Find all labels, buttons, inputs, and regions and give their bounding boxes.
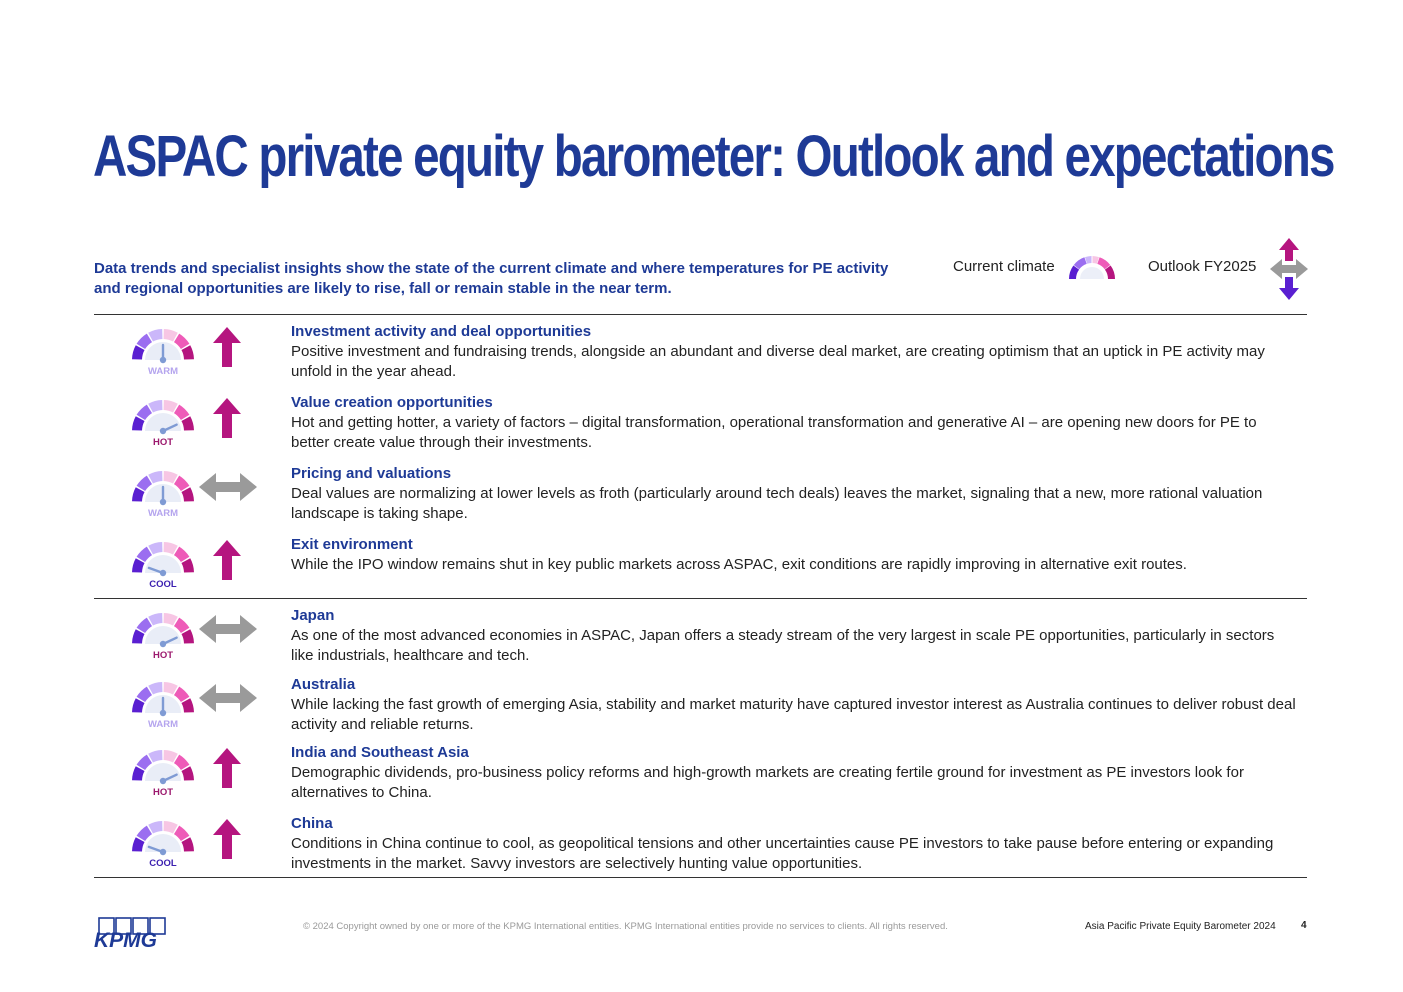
row-body: While the IPO window remains shut in key… bbox=[291, 556, 1187, 573]
intro-text: Data trends and specialist insights show… bbox=[94, 260, 889, 297]
row-title: Australia bbox=[291, 676, 356, 693]
row-title: Exit environment bbox=[291, 536, 413, 553]
row-body: Conditions in China continue to cool, as… bbox=[291, 835, 1274, 872]
outlook-arrow-icon bbox=[210, 539, 244, 586]
legend-current-climate-label: Current climate bbox=[953, 258, 1055, 275]
row-body: Demographic dividends, pro-business poli… bbox=[291, 764, 1244, 801]
svg-text:WARM: WARM bbox=[148, 719, 178, 730]
legend-outlook-arrows-icon bbox=[1270, 238, 1308, 300]
svg-text:HOT: HOT bbox=[153, 437, 173, 448]
row-title: India and Southeast Asia bbox=[291, 744, 469, 761]
svg-text:WARM: WARM bbox=[148, 366, 178, 377]
svg-text:WARM: WARM bbox=[148, 508, 178, 519]
gauge-icon: COOL bbox=[130, 535, 196, 591]
svg-text:HOT: HOT bbox=[153, 650, 173, 661]
svg-text:COOL: COOL bbox=[149, 579, 177, 590]
svg-text:COOL: COOL bbox=[149, 858, 177, 869]
row-body: While lacking the fast growth of emergin… bbox=[291, 696, 1296, 733]
row-body: Hot and getting hotter, a variety of fac… bbox=[291, 414, 1257, 451]
gauge-icon: HOT bbox=[130, 743, 196, 799]
outlook-arrow-icon bbox=[210, 397, 244, 444]
footer-document-title: Asia Pacific Private Equity Barometer 20… bbox=[1085, 921, 1276, 932]
gauge-icon: HOT bbox=[130, 606, 196, 662]
outlook-arrow-icon bbox=[210, 818, 244, 865]
legend-outlook-label: Outlook FY2025 bbox=[1148, 258, 1257, 275]
gauge-icon: WARM bbox=[130, 464, 196, 520]
row-title: Japan bbox=[291, 607, 335, 624]
page-number: 4 bbox=[1301, 920, 1307, 931]
legend-gauge-icon bbox=[1069, 256, 1115, 279]
section-divider-rule bbox=[94, 598, 1307, 599]
outlook-arrow-icon bbox=[198, 612, 258, 651]
page-title: ASPAC private equity barometer: Outlook … bbox=[93, 124, 1335, 189]
table-top-rule bbox=[94, 314, 1307, 315]
svg-text:HOT: HOT bbox=[153, 787, 173, 798]
outlook-arrow-icon bbox=[210, 747, 244, 794]
gauge-icon: WARM bbox=[130, 322, 196, 378]
gauge-icon: WARM bbox=[130, 675, 196, 731]
row-title: Pricing and valuations bbox=[291, 465, 452, 482]
svg-text:KPMG: KPMG bbox=[94, 929, 157, 950]
gauge-icon: HOT bbox=[130, 393, 196, 449]
footer-copyright: © 2024 Copyright owned by one or more of… bbox=[303, 921, 948, 932]
row-title: Value creation opportunities bbox=[291, 394, 493, 411]
row-body: Positive investment and fundraising tren… bbox=[291, 343, 1265, 380]
outlook-arrow-icon bbox=[198, 470, 258, 509]
row-title: Investment activity and deal opportuniti… bbox=[291, 323, 592, 340]
outlook-arrow-icon bbox=[198, 681, 258, 720]
row-title: China bbox=[291, 815, 333, 832]
table-bottom-rule bbox=[94, 877, 1307, 878]
row-body: As one of the most advanced economies in… bbox=[291, 627, 1275, 664]
kpmg-logo: KPMG bbox=[94, 917, 166, 950]
gauge-icon: COOL bbox=[130, 814, 196, 870]
outlook-arrow-icon bbox=[210, 326, 244, 373]
row-body: Deal values are normalizing at lower lev… bbox=[291, 485, 1263, 522]
